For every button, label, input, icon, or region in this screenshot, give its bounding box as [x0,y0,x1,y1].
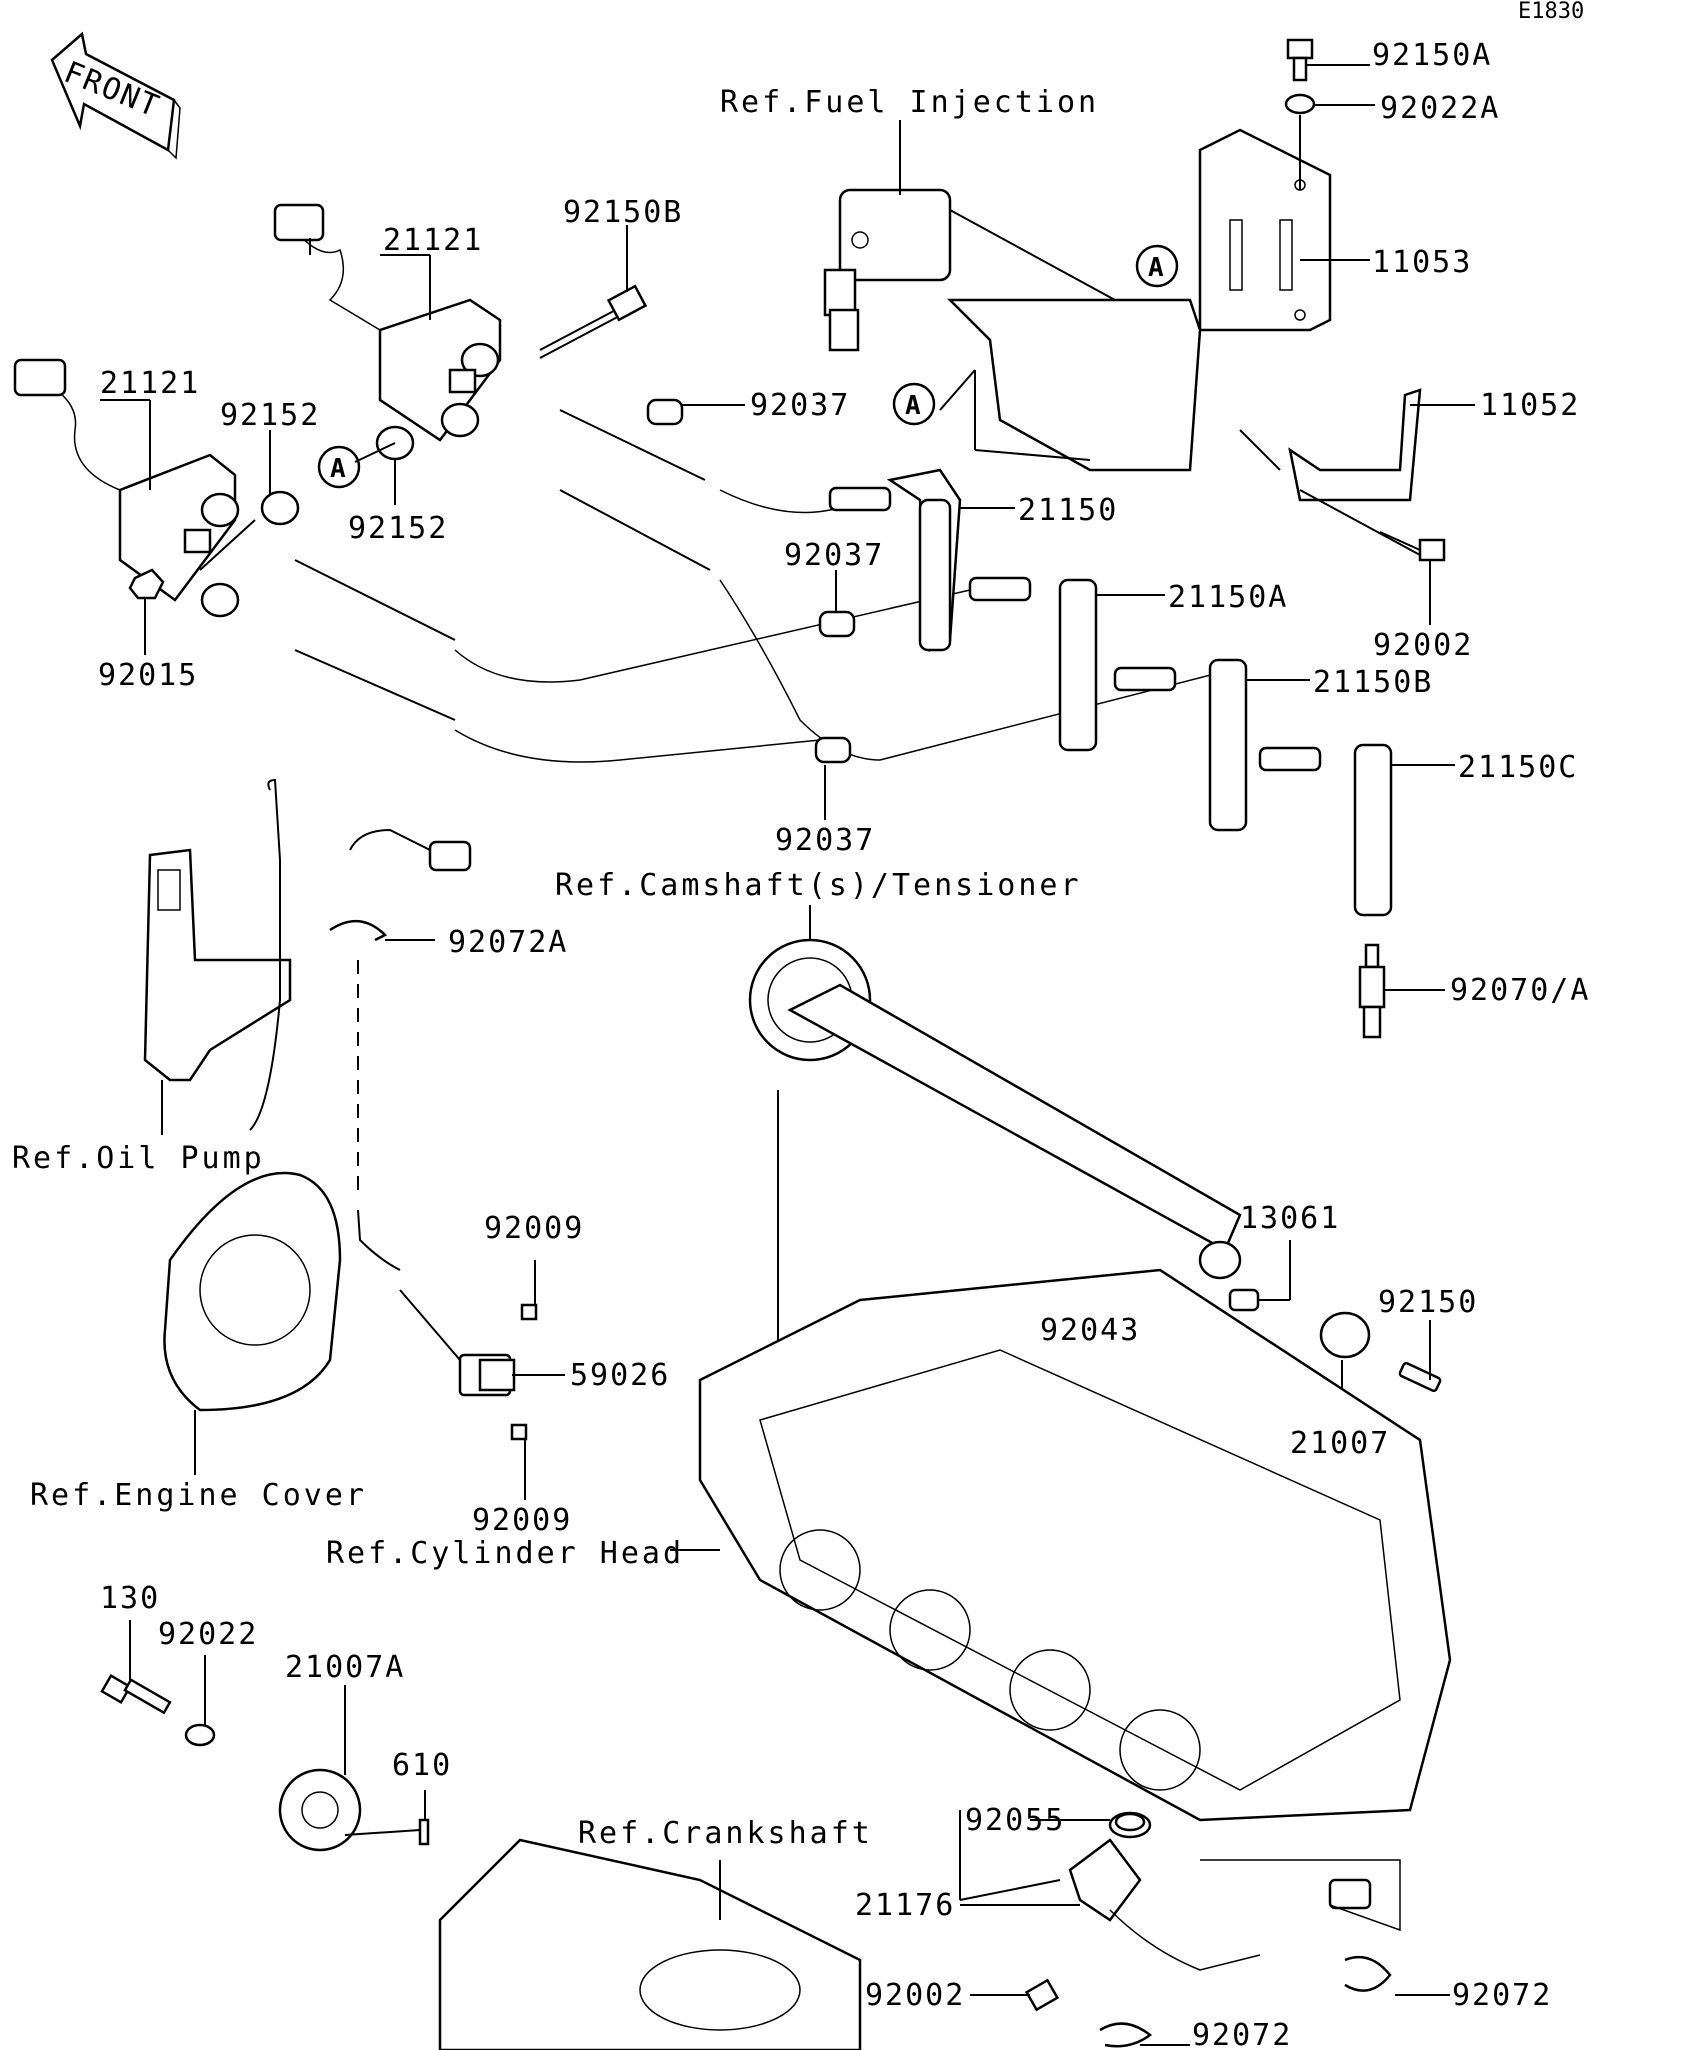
label-92072-a: 92072 [1192,2018,1292,2050]
ref-camshaft: Ref.Camshaft(s)/Tensioner [555,868,1082,903]
ignition-leads [294,409,1231,763]
screw-92009-b [510,1423,528,1441]
label-21121-upper: 21121 [383,223,483,258]
boot-21150A [968,576,1098,752]
label-21121-lower: 21121 [100,366,200,401]
ref-crankshaft: Ref.Crankshaft [578,1816,873,1851]
ref-fuel-injection: Ref.Fuel Injection [720,85,1099,120]
callout-a-coil: A [317,445,361,489]
label-92072A: 92072A [448,925,568,960]
nut-92015 [128,568,165,600]
label-21007: 21007 [1290,1426,1390,1461]
diagram-code: E1830 [1518,0,1584,24]
bracket-11053 [946,128,1332,472]
spacer-92152-a [260,490,300,526]
sensor-59026 [458,1353,516,1397]
bolt-92002-top [1379,531,1446,562]
label-92002-bottom: 92002 [865,1978,965,2013]
label-21150A: 21150A [1168,580,1288,615]
camshaft [748,938,1242,1280]
bolt-92150 [1398,1361,1442,1393]
label-92152-b: 92152 [348,511,448,546]
ref-engine-cover: Ref.Engine Cover [30,1478,367,1513]
label-92150: 92150 [1378,1285,1478,1320]
ecu-connector [823,188,952,352]
label-21007A: 21007A [285,1650,405,1685]
oil-pump-plate [143,848,292,1082]
part-21007 [1319,1311,1371,1359]
svg-text:A: A [330,454,346,484]
ref-oil-pump: Ref.Oil Pump [12,1141,265,1176]
ignition-coil-21121-lower [13,358,240,618]
label-92015: 92015 [98,658,198,693]
sensor-connector-bottom [1328,1878,1372,1910]
label-92037-c: 92037 [775,823,875,858]
o-ring-92055 [1114,1812,1146,1832]
front-arrow-icon: FRONT [50,31,181,160]
label-92070A: 92070/A [1450,973,1590,1008]
cylinder-head [698,1268,1452,1822]
engine-cover [163,1171,342,1412]
washer-92022A [1284,93,1316,115]
svg-text:A: A [905,391,921,421]
label-59026: 59026 [570,1358,670,1393]
bolt-92002-bottom [1024,1978,1060,2012]
label-11053: 11053 [1372,245,1472,280]
callout-a-harness: A [892,382,936,426]
callout-a-bracket: A [1135,244,1179,288]
part-13061 [1228,1288,1260,1312]
label-92150A: 92150A [1372,38,1492,73]
pin-610 [418,1818,430,1846]
ignition-coil-21121-upper [273,203,502,442]
label-92022: 92022 [158,1617,258,1652]
label-21176: 21176 [855,1888,955,1923]
screw-92009-a [520,1303,538,1321]
clamp-92037-b [818,610,856,638]
sensor-connector-top [428,840,472,872]
clamp-92037-c [814,736,852,764]
washer-92022 [184,1723,216,1747]
label-92022A: 92022A [1380,91,1500,126]
svg-text:A: A [1148,253,1164,283]
crankshaft [438,1838,862,2050]
spark-plug-92070A [1358,943,1386,1039]
label-92150B: 92150B [563,195,683,230]
boot-21150C [1258,743,1393,917]
label-92055: 92055 [965,1803,1065,1838]
clamp-92072-b [1344,1955,1392,1992]
label-92043: 92043 [1040,1313,1140,1348]
bracket-11052 [1288,388,1422,502]
label-92009-a: 92009 [484,1211,584,1246]
label-13061: 13061 [1240,1201,1340,1236]
clamp-92072-a [1099,2022,1153,2048]
label-92009-b: 92009 [472,1503,572,1538]
bolt-130 [100,1673,172,1715]
label-610: 610 [392,1748,452,1783]
rotor-21007A [278,1768,362,1852]
label-92072-b: 92072 [1452,1978,1552,2013]
label-92037-b: 92037 [784,538,884,573]
bolt-92150A [1286,38,1314,82]
label-92002-top: 92002 [1373,628,1473,663]
boot-21150B [1113,658,1248,832]
boot-21150 [828,468,962,652]
ref-cylinder-head: Ref.Cylinder Head [326,1536,684,1571]
clamp-92072A [329,919,388,942]
label-21150C: 21150C [1458,750,1578,785]
label-92152-a: 92152 [220,398,320,433]
label-11052: 11052 [1480,388,1580,423]
label-21150B: 21150B [1313,665,1433,700]
bolt-92150B [539,284,648,359]
clamp-92037-a [646,398,684,426]
label-92037-a: 92037 [750,388,850,423]
label-130: 130 [100,1581,160,1616]
label-21150: 21150 [1018,493,1118,528]
